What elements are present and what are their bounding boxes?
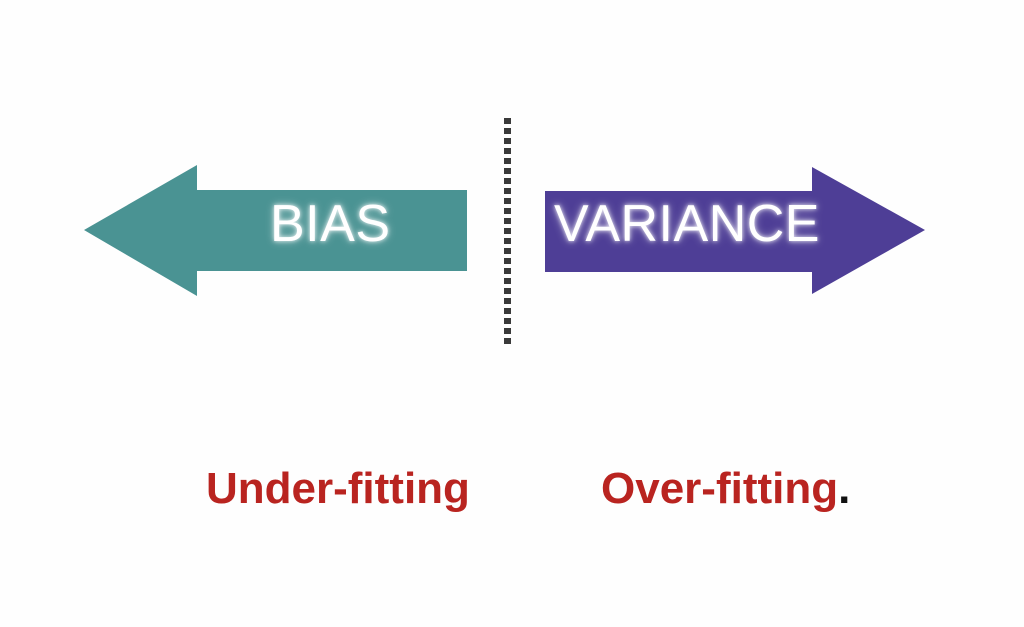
caption-row: Under-fitting Over-fitting.	[0, 455, 1024, 535]
over-fitting-caption: Over-fitting.	[601, 463, 850, 515]
arrows-graphic	[84, 165, 925, 296]
variance-arrow-label: VARIANCE	[554, 195, 820, 253]
dotted-divider	[504, 118, 511, 346]
under-fitting-text: Under-fitting	[206, 464, 470, 513]
bias-arrow-label: BIAS	[270, 195, 391, 253]
under-fitting-caption: Under-fitting	[206, 463, 470, 515]
arrow-left-icon	[84, 165, 467, 296]
bias-variance-diagram: BIAS VARIANCE	[84, 118, 925, 346]
over-fitting-period: .	[838, 464, 851, 513]
over-fitting-text: Over-fitting	[601, 464, 839, 513]
arrow-right-icon	[545, 167, 925, 294]
